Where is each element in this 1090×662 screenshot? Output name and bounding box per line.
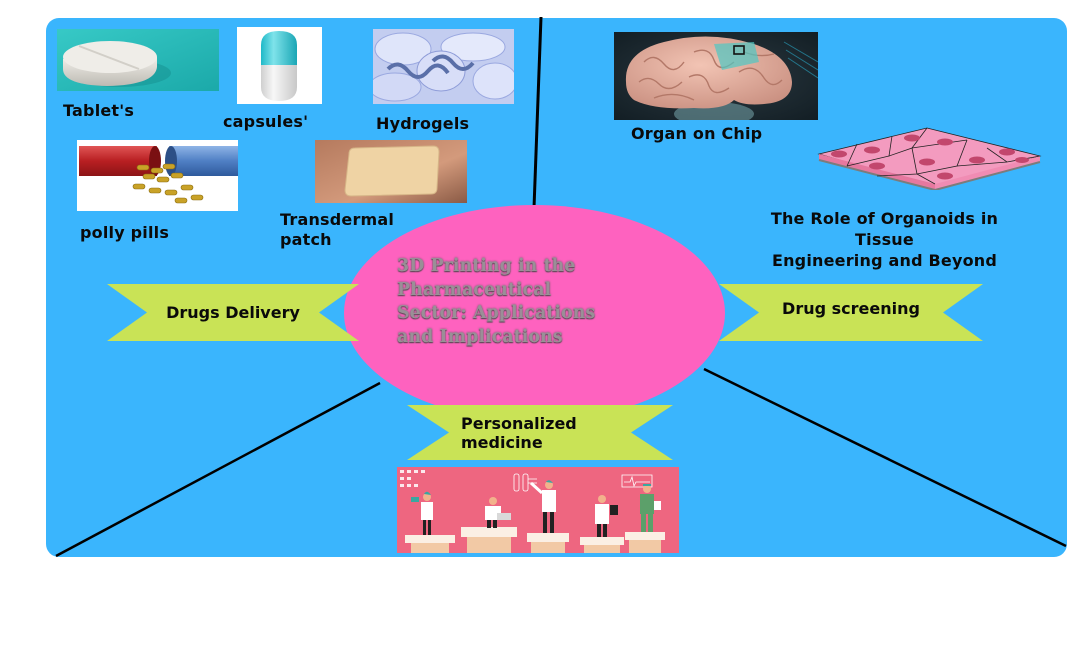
center-topic-ellipse [344, 205, 725, 421]
hydrogel-image [373, 29, 514, 104]
transdermal-patch-label-line2: patch [280, 230, 332, 249]
drug-screening-label: Drug screening [782, 299, 920, 318]
title-line-2: Pharmaceutical [397, 279, 552, 300]
tablet-image [57, 29, 219, 91]
center-topic-title: 3D Printing in the Pharmaceutical Sector… [397, 255, 687, 349]
drugs-delivery-label: Drugs Delivery [166, 303, 300, 322]
brain-chip-image [614, 32, 818, 120]
transdermal-patch-label-line1: Transdermal [280, 210, 395, 229]
personalized-medicine-ribbon: Personalized medicine [407, 405, 673, 460]
title-line-3: Sector: Applications [397, 303, 596, 323]
tablet-label: Tablet's [63, 101, 135, 120]
personalized-medicine-label-line2: medicine [461, 432, 543, 452]
medical-team-illustration [397, 467, 679, 553]
organoid-tissue-image [817, 126, 1042, 190]
capsule-label: capsules' [223, 112, 309, 131]
polly-pills-image [77, 140, 238, 211]
title-line-1: 3D Printing in the [397, 256, 576, 276]
organoids-label-line3: Engineering and Beyond [771, 251, 998, 270]
drug-screening-ribbon: Drug screening [719, 284, 983, 341]
title-line-4: and Implications [397, 326, 563, 347]
drugs-delivery-ribbon: Drugs Delivery [107, 284, 359, 341]
transdermal-patch-image [315, 140, 467, 203]
capsule-image [237, 27, 322, 104]
organoids-label-line1: The Role of Organoids in [770, 209, 999, 228]
personalized-medicine-label: Personalized medicine [407, 405, 673, 460]
polly-pills-label: polly pills [80, 223, 170, 242]
organ-on-chip-label: Organ on Chip [631, 124, 763, 143]
organoids-label-line2: Tissue [855, 230, 914, 249]
personalized-medicine-label-line1: Personalized [461, 413, 577, 433]
hydrogel-label: Hydrogels [376, 114, 470, 133]
